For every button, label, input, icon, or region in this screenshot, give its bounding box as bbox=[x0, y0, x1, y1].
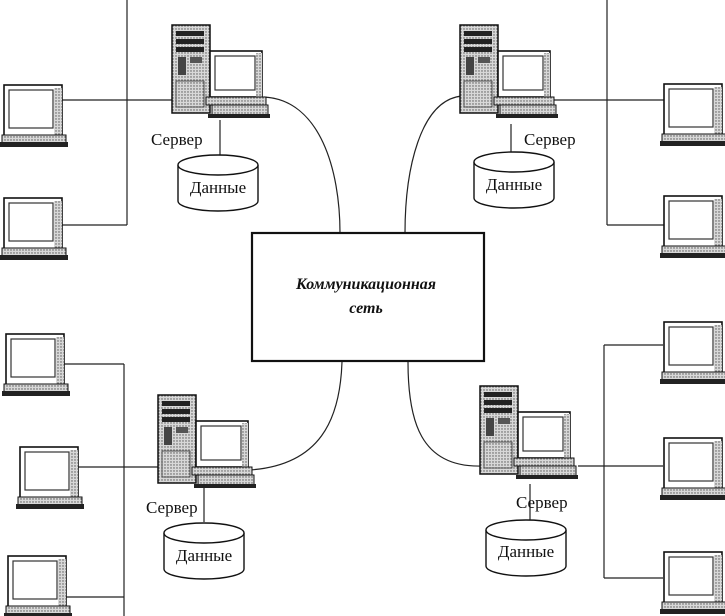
network-links bbox=[249, 95, 483, 471]
bus-bottom-left bbox=[64, 363, 164, 616]
server-icon-bottom-left bbox=[157, 394, 257, 489]
database-label: Данные bbox=[498, 542, 554, 561]
database-label: Данные bbox=[486, 175, 542, 194]
database-icon-bottom-right: Данные bbox=[485, 519, 567, 577]
workstation-icon bbox=[659, 551, 725, 615]
workstation-icon bbox=[15, 446, 85, 510]
workstation-icon bbox=[659, 437, 725, 501]
database-icon-bottom-left: Данные bbox=[163, 522, 245, 580]
communication-network-box: Коммуникационная сеть bbox=[250, 231, 486, 363]
server-icon-top-right bbox=[459, 24, 559, 119]
workstation-icon bbox=[1, 333, 71, 397]
network-label-line1: Коммуникационная bbox=[295, 276, 436, 293]
workstation-icon bbox=[0, 84, 69, 148]
server-label: Сервер bbox=[516, 493, 568, 512]
database-label: Данные bbox=[190, 178, 246, 197]
server-icon-top-left bbox=[171, 24, 271, 119]
workstation-icon bbox=[659, 195, 725, 259]
database-label: Данные bbox=[176, 546, 232, 565]
server-icon-bottom-right bbox=[479, 385, 579, 480]
server-label: Сервер bbox=[524, 130, 576, 149]
workstation-icon bbox=[0, 197, 69, 261]
network-label-line2: сеть bbox=[349, 300, 383, 317]
workstation-icon bbox=[659, 321, 725, 385]
db-links bbox=[203, 120, 531, 522]
bus-top-right bbox=[548, 0, 666, 226]
database-icon-top-right: Данные bbox=[473, 151, 555, 209]
server-label: Сервер bbox=[146, 498, 198, 517]
bus-top-left bbox=[62, 0, 172, 226]
database-icon-top-left: Данные bbox=[177, 154, 259, 212]
workstation-icon bbox=[659, 83, 725, 147]
bus-bottom-right bbox=[578, 344, 663, 579]
server-label: Сервер bbox=[151, 130, 203, 149]
workstation-icon bbox=[3, 555, 73, 616]
